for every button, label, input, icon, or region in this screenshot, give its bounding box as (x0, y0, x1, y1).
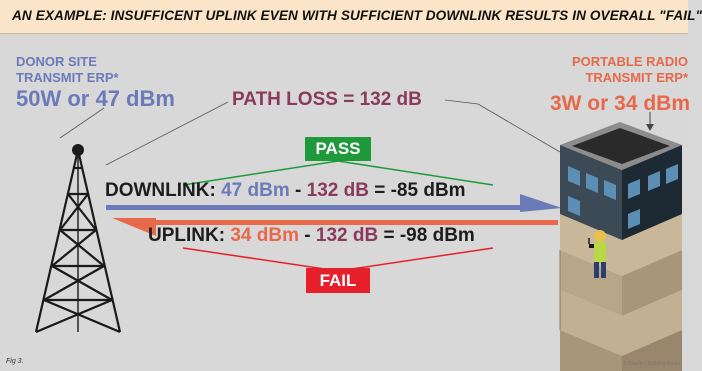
pass-badge: PASS (305, 137, 371, 161)
path-loss-label: PATH LOSS = 132 dB (232, 89, 422, 110)
uplink-arrow (112, 218, 558, 236)
downlink-arrow (106, 194, 562, 212)
portable-erp-label: TRANSMIT ERP* (585, 70, 688, 85)
portable-pointer-arrowhead (646, 124, 654, 131)
uplink-tx-value: 34 dBm (230, 225, 299, 246)
portable-power-value: 3W or 34 dBm (549, 92, 690, 115)
uplink-minus: - (304, 225, 311, 246)
radio-tower-icon (34, 149, 122, 334)
donor-site-label: DONOR SITE (16, 54, 97, 69)
uplink-label: UPLINK: (148, 225, 226, 246)
donor-pointer-line (59, 107, 105, 139)
path-loss-left-line (105, 101, 229, 166)
path-loss-right-tick (444, 99, 479, 105)
path-loss-right-line (477, 103, 561, 153)
downlink-tx-value: 47 dBm (221, 180, 290, 201)
title-bar: AN EXAMPLE: INSUFFICENT UPLINK EVEN WITH… (0, 0, 702, 34)
figure-caption: Fig 3. (6, 358, 24, 365)
uplink-result: = -98 dBm (383, 225, 475, 246)
donor-power-value: 50W or 47 dBm (16, 86, 175, 111)
uplink-loss-value: 132 dB (315, 225, 379, 246)
uplink-equation: UPLINK: 34 dBm - 132 dB = -98 dBm (148, 225, 475, 247)
pass-bracket (182, 160, 494, 186)
downlink-equation: DOWNLINK: 47 dBm - 132 dB = -85 dBm (105, 180, 466, 202)
downlink-result: = -85 dBm (374, 180, 466, 201)
firefighter-icon (588, 230, 606, 278)
image-credit: © Bluefin / Building Radio (623, 361, 680, 367)
building-icon (559, 122, 682, 371)
downlink-minus: - (295, 180, 302, 201)
downlink-loss-value: 132 dB (306, 180, 369, 201)
page-title: AN EXAMPLE: INSUFFICENT UPLINK EVEN WITH… (12, 8, 702, 23)
fail-badge: FAIL (306, 268, 370, 293)
portable-radio-label: PORTABLE RADIO (571, 54, 688, 69)
donor-erp-label: TRANSMIT ERP* (16, 70, 119, 85)
tower-beacon-icon (72, 144, 84, 156)
downlink-label: DOWNLINK: (105, 180, 216, 201)
